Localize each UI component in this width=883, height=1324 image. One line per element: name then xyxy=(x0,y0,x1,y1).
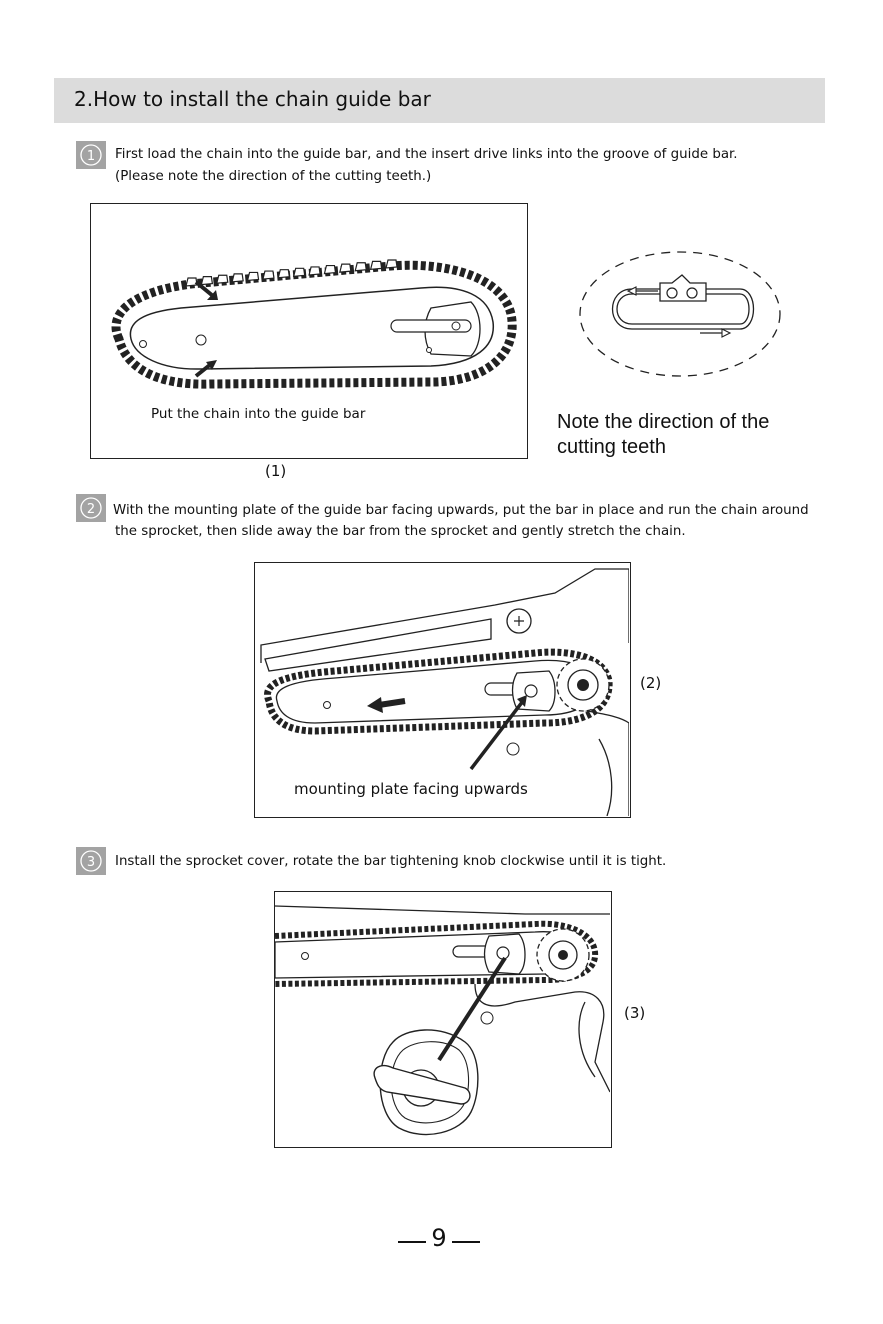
page-number-digit: 9 xyxy=(431,1224,447,1252)
cutting-tooth xyxy=(339,263,352,273)
page-number-left-dash xyxy=(398,1241,426,1243)
cutting-tooth xyxy=(185,277,198,287)
step-1-text-line-2: (Please note the direction of the cuttin… xyxy=(115,169,432,184)
cutting-tooth xyxy=(262,270,275,280)
cutting-tooth xyxy=(246,271,260,282)
cutting-tooth xyxy=(231,273,244,283)
cutting-teeth-direction-diagram xyxy=(570,245,790,385)
cutting-tooth xyxy=(323,264,337,275)
figure-3-number: (3) xyxy=(624,1004,646,1022)
step-3-badge: 3 xyxy=(76,847,106,875)
figure-2-mounting-plate: mounting plate facing upwards xyxy=(254,562,631,818)
cutting-tooth xyxy=(354,262,367,272)
step-1-badge: 1 xyxy=(76,141,106,169)
page-number: 9 xyxy=(398,1224,480,1256)
note-text: Note the direction of the cutting teeth xyxy=(557,410,817,460)
figure-1-caption: Put the chain into the guide bar xyxy=(151,406,366,422)
cutting-tooth xyxy=(215,274,229,284)
figure-2-number: (2) xyxy=(640,674,662,692)
section-title: 2.How to install the chain guide bar xyxy=(74,87,431,111)
step-2-text-line-1: With the mounting plate of the guide bar… xyxy=(113,503,809,518)
note-line-2: cutting teeth xyxy=(557,436,666,458)
figure-3-sprocket-cover xyxy=(274,891,612,1148)
guide-bar-chain-illustration xyxy=(111,259,517,389)
mounting-plate-illustration xyxy=(260,568,629,816)
sprocket-cover-illustration xyxy=(275,905,610,1136)
section-header: 2.How to install the chain guide bar xyxy=(54,78,825,123)
figure-2-caption: mounting plate facing upwards xyxy=(294,780,528,798)
cutting-tooth xyxy=(385,259,398,269)
cutting-tooth xyxy=(277,269,290,279)
cutting-tooth xyxy=(369,260,383,271)
page-number-right-dash xyxy=(452,1241,480,1243)
step-1-number: 1 xyxy=(87,149,95,164)
step-2-text-line-2: the sprocket, then slide away the bar fr… xyxy=(115,524,686,539)
cutting-tooth xyxy=(292,267,306,277)
cutting-tooth xyxy=(200,276,214,286)
step-2-badge: 2 xyxy=(76,494,106,522)
step-3-number: 3 xyxy=(87,855,95,870)
step-1-text-line-1: First load the chain into the guide bar,… xyxy=(115,147,738,162)
note-line-1: Note the direction of the xyxy=(557,411,770,433)
figure-1-number: (1) xyxy=(265,462,287,480)
step-2-number: 2 xyxy=(87,502,95,517)
step-3-text-line-1: Install the sprocket cover, rotate the b… xyxy=(115,854,667,869)
cutting-tooth xyxy=(308,266,321,276)
figure-1-guide-bar-chain: Put the chain into the guide bar xyxy=(90,203,528,459)
